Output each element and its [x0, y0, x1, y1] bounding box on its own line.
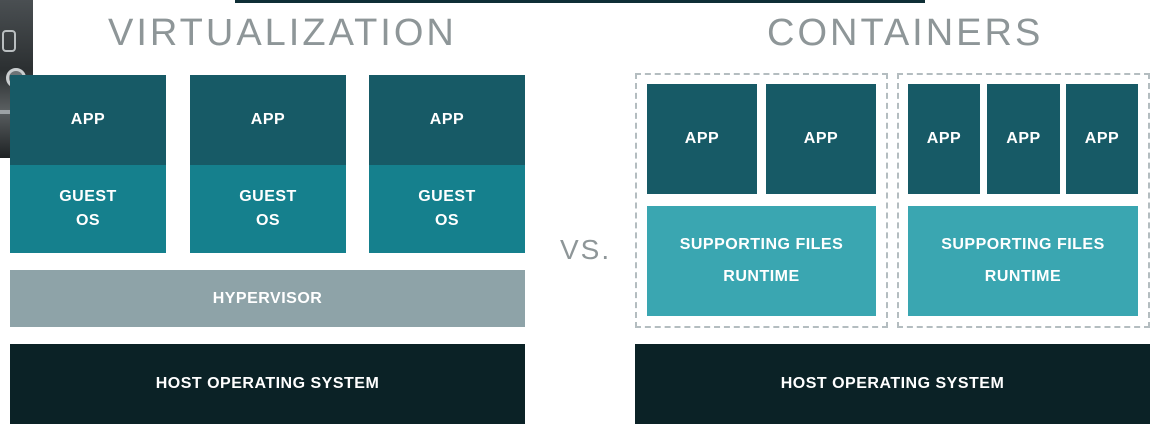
vm-2-guest-os: GUEST OS [190, 165, 346, 253]
container-2-support-line1: SUPPORTING FILES [941, 236, 1105, 253]
container-group-1 [635, 73, 888, 328]
containers-host-os: HOST OPERATING SYSTEM [635, 344, 1150, 424]
container-1-support-line1: SUPPORTING FILES [679, 236, 844, 253]
vs-label: VS. [560, 234, 612, 265]
virtualization-host-os-label: HOST OPERATING SYSTEM [155, 375, 380, 392]
vm-3-guest-os-line2: OS [434, 212, 460, 229]
hypervisor-layer: HYPERVISOR [10, 270, 525, 327]
virtualization-title: VIRTUALIZATION [108, 12, 457, 54]
container-2-app-3-label: APP [1084, 130, 1120, 147]
vm-3-guest-os-line1: GUEST [418, 188, 476, 205]
top-strip [235, 0, 925, 3]
vm-2-app: APP [190, 75, 346, 165]
container-1-app-2: APP [766, 84, 876, 194]
vm-1-guest-os-line2: OS [75, 212, 101, 229]
container-1-supporting-files: SUPPORTING FILES RUNTIME [647, 206, 876, 316]
container-1-app-2-label: APP [803, 130, 839, 147]
vm-2-guest-os-line1: GUEST [239, 188, 297, 205]
container-2-app-2-label: APP [1006, 130, 1041, 147]
container-1-support-line2: RUNTIME [723, 268, 800, 285]
virtualization-host-os: HOST OPERATING SYSTEM [10, 344, 525, 424]
containers-title: CONTAINERS [767, 12, 1044, 54]
container-2-app-1-label: APP [926, 130, 962, 147]
vm-1-app-label: APP [70, 111, 106, 128]
container-2-app-3: APP [1066, 84, 1138, 194]
vm-1-guest-os-line1: GUEST [59, 188, 117, 205]
vm-1-guest-os: GUEST OS [10, 165, 166, 253]
vm-3-guest-os: GUEST OS [369, 165, 525, 253]
hypervisor-label: HYPERVISOR [212, 289, 323, 307]
vm-3-app: APP [369, 75, 525, 165]
vm-3-app-label: APP [429, 111, 465, 128]
camera-detail [2, 30, 16, 52]
container-2-app-1: APP [908, 84, 980, 194]
container-1-app-1-label: APP [684, 130, 720, 147]
vm-2-app-label: APP [250, 111, 286, 128]
container-group-2 [897, 73, 1150, 328]
vm-2-guest-os-line2: OS [255, 212, 281, 229]
containers-host-os-label: HOST OPERATING SYSTEM [780, 375, 1005, 392]
container-2-app-2: APP [987, 84, 1060, 194]
container-2-support-line2: RUNTIME [984, 268, 1062, 285]
container-2-supporting-files: SUPPORTING FILES RUNTIME [908, 206, 1138, 316]
vm-1-app: APP [10, 75, 166, 165]
container-1-app-1: APP [647, 84, 757, 194]
